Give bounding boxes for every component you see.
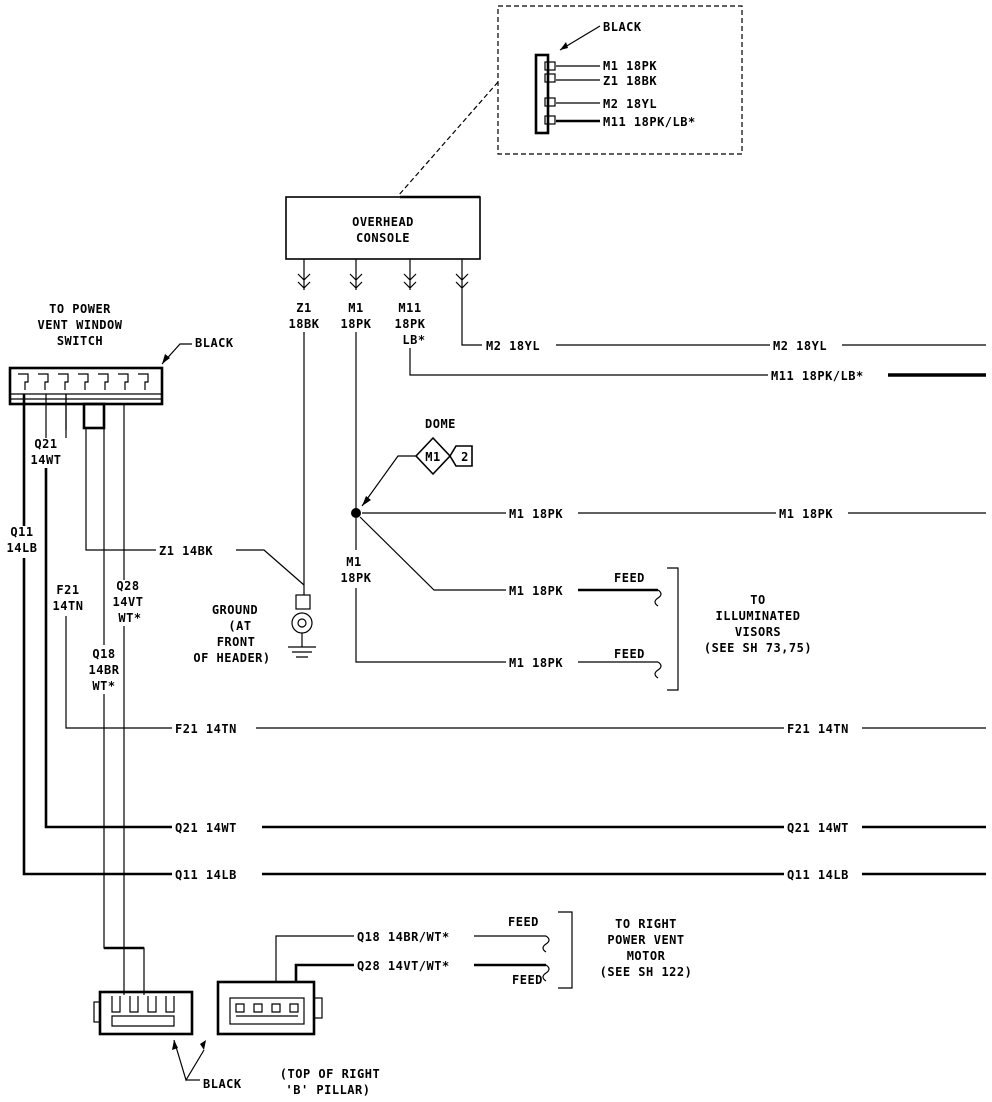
pillar-location-2: 'B' PILLAR) [286,1083,371,1097]
motor-feed-1: FEED [508,915,539,929]
switch-q18-c: WT* [92,679,115,693]
wire-m1-main-label-right: M1 18PK [779,507,833,521]
wire-label-m11-b: 18PK [395,317,426,331]
switch-f21-b: 14TN [53,599,84,613]
wire-m2 [461,290,986,346]
switch-q28-b: 14VT [113,595,144,609]
wire-q28-motor-label: Q28 14VT/WT* [357,959,450,973]
dome-connector: DOME M1 2 [361,417,473,507]
console-pin-1: M1 18PK [603,59,657,73]
console-connector-color: BLACK [603,20,642,34]
wire-f21 [65,394,986,729]
dome-connector-id: M1 [425,450,440,464]
switch-q28-c: WT* [118,611,141,625]
ground-label-4: OF HEADER) [193,651,270,665]
wire-label-m1-b: 18PK [341,317,372,331]
motor-label-1: TO RIGHT [615,917,677,931]
wire-q28-motor [294,963,546,982]
overhead-console-title-1: OVERHEAD [352,215,414,229]
wire-label-m11-c: LB* [402,333,425,347]
wire-label-m1-a: M1 [348,301,363,315]
switch-f21-a: F21 [56,583,79,597]
switch-q18-a: Q18 [92,647,115,661]
m1-splice-label-a: M1 [346,555,361,569]
switch-q18-b: 14BR [89,663,120,677]
visor-feed-1: FEED [614,571,645,585]
console-pin-2: Z1 18BK [603,74,657,88]
wire-z1-14bk [85,428,305,586]
wire-q18-motor-label: Q18 14BR/WT* [357,930,450,944]
wire-f21-label-left: F21 14TN [175,722,237,736]
switch-q21-a: Q21 [34,437,57,451]
switch-q28-a: Q28 [116,579,139,593]
switch-title-2: VENT WINDOW [38,318,123,332]
ground-symbol: GROUND (AT FRONT OF HEADER) [193,585,316,665]
overhead-console: OVERHEAD CONSOLE [285,195,481,290]
wire-m1-visor-1 [359,516,506,591]
wire-m1-main-label-left: M1 18PK [509,507,563,521]
wire-label-z1-b: 18BK [289,317,320,331]
wire-label-m11-a: M11 [398,301,421,315]
wire-z1-14bk-label: Z1 14BK [159,544,213,558]
switch-q11-a: Q11 [10,525,33,539]
wire-q21-label-left: Q21 14WT [175,821,237,835]
wire-m1-visor-1-label: M1 18PK [509,584,563,598]
m1-splice-label-b: 18PK [341,571,372,585]
console-pin-stubs [297,259,469,290]
overhead-console-title-2: CONSOLE [356,231,410,245]
ground-label-1: GROUND [212,603,258,617]
pillar-location-1: (TOP OF RIGHT [280,1067,380,1081]
wire-q11-label-right: Q11 14LB [787,868,849,882]
switch-q21-b: 14WT [31,453,62,467]
wire-label-z1-a: Z1 [296,301,311,315]
wire-m2-label-right: M2 18YL [773,339,827,353]
pillar-connector-left [93,990,194,1036]
wire-m11 [409,348,768,376]
wire-q11-label-left: Q11 14LB [175,868,237,882]
wire-m1-visor-2-label: M1 18PK [509,656,563,670]
pillar-connector-right [216,980,323,1036]
visor-feed-2: FEED [614,647,645,661]
visors-label-3: VISORS [735,625,781,639]
wire-q21-label-right: Q21 14WT [787,821,849,835]
dome-sheet: 2 [461,450,469,464]
console-pin-4: M11 18PK/LB* [603,115,696,129]
switch-title-1: TO POWER [49,302,111,316]
wire-q18-motor [275,935,546,982]
visors-label-4: (SEE SH 73,75) [704,641,812,655]
visors-label-2: ILLUMINATED [716,609,801,623]
ground-label-3: FRONT [217,635,256,649]
dome-label: DOME [425,417,456,431]
ground-label-2: (AT [228,619,251,633]
visors-label-1: TO [750,593,765,607]
console-connector-inset: BLACK M1 18PK Z1 18BK M2 18YL M11 18PK/L… [397,5,743,197]
wire-m11-label: M11 18PK/LB* [771,369,864,383]
motor-label-2: POWER VENT [607,933,684,947]
wire-m2-label-left: M2 18YL [486,339,540,353]
m1-splice [351,508,361,518]
power-vent-switch-connector: TO POWER VENT WINDOW SWITCH BLACK [8,302,234,430]
motor-label-4: (SEE SH 122) [600,965,693,979]
wire-q11 [22,394,986,876]
pillar-connector-color: BLACK [203,1077,242,1091]
motor-feed-2: FEED [512,973,543,987]
console-pin-3: M2 18YL [603,97,657,111]
motor-label-3: MOTOR [627,949,666,963]
switch-q11-b: 14LB [7,541,38,555]
switch-title-3: SWITCH [57,334,103,348]
switch-connector-color: BLACK [195,336,234,350]
wire-q21 [44,468,986,829]
wire-f21-label-right: F21 14TN [787,722,849,736]
